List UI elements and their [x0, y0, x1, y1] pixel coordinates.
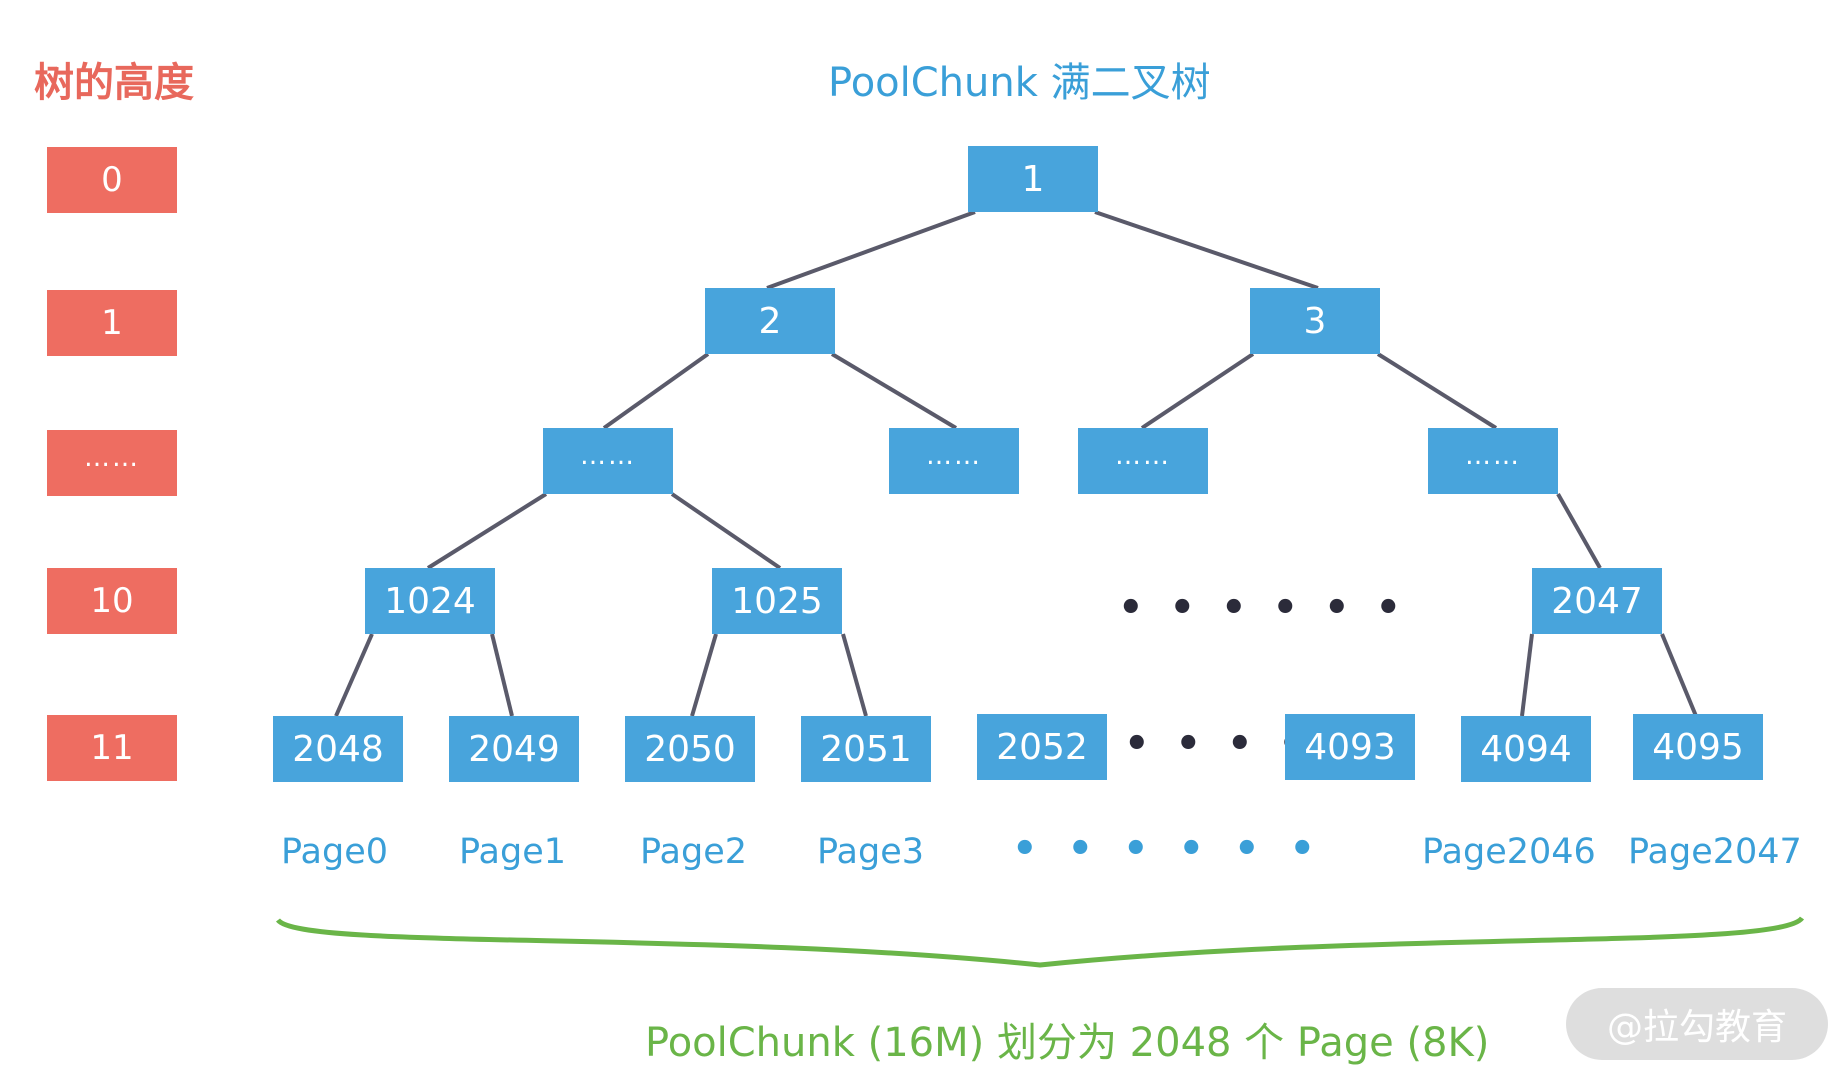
- edge-2047-4095: [1660, 633, 1698, 717]
- page-label-3: Page3: [817, 832, 924, 872]
- page-label-2047: Page2047: [1628, 832, 1802, 872]
- tree-node-1025: 1025: [712, 568, 842, 634]
- edge-2047-4094: [1520, 633, 1534, 717]
- tree-node-ellipsis-left: ……: [543, 428, 673, 494]
- edge-3-dright: [1376, 352, 1498, 430]
- edge-1024-2049: [490, 633, 514, 717]
- tree-node-2052: 2052: [977, 714, 1107, 780]
- edge-2-dmidleft: [830, 352, 958, 430]
- edge-lines: [334, 210, 1698, 717]
- tree-node-ellipsis-midright: ……: [1078, 428, 1208, 494]
- tree-node-4094: 4094: [1461, 716, 1591, 782]
- edge-1024-2048: [334, 633, 374, 717]
- tree-node-2047: 2047: [1532, 568, 1662, 634]
- tree-node-ellipsis-midleft: ……: [889, 428, 1019, 494]
- page-label-1: Page1: [459, 832, 566, 872]
- edge-1-3: [1094, 210, 1319, 290]
- tree-node-2048: 2048: [273, 716, 403, 782]
- page-brace: [275, 916, 1805, 968]
- edge-1025-2050: [690, 633, 718, 717]
- edge-3-dmidright: [1140, 352, 1255, 430]
- level10-ellipsis: • • • • • •: [1118, 585, 1408, 631]
- tree-node-1: 1: [968, 146, 1098, 212]
- height-box-11: 11: [47, 715, 177, 781]
- edge-dleft-1024: [426, 492, 548, 570]
- height-box-0: 0: [47, 147, 177, 213]
- tree-node-2050: 2050: [625, 716, 755, 782]
- page-label-2046: Page2046: [1422, 832, 1596, 872]
- edge-2-dleft: [602, 352, 710, 430]
- tree-node-2051: 2051: [801, 716, 931, 782]
- pages-ellipsis: • • • • • •: [1012, 826, 1324, 872]
- edge-1-2: [766, 210, 976, 290]
- tree-node-2: 2: [705, 288, 835, 354]
- summary-caption: PoolChunk (16M) 划分为 2048 个 Page (8K): [645, 1020, 1490, 1066]
- tree-node-1024: 1024: [365, 568, 495, 634]
- height-box-10: 10: [47, 568, 177, 634]
- tree-node-3: 3: [1250, 288, 1380, 354]
- tree-node-4093: 4093: [1285, 714, 1415, 780]
- watermark-badge: @拉勾教育: [1566, 988, 1828, 1060]
- tree-title: PoolChunk 满二叉树: [828, 60, 1211, 106]
- edge-dright-2047: [1556, 493, 1602, 569]
- tree-node-4095: 4095: [1633, 714, 1763, 780]
- tree-node-ellipsis-right: ……: [1428, 428, 1558, 494]
- page-label-0: Page0: [281, 832, 388, 872]
- edge-dleft-1025: [670, 492, 782, 570]
- tree-node-2049: 2049: [449, 716, 579, 782]
- height-title: 树的高度: [34, 60, 194, 106]
- height-box-ellipsis: ……: [47, 430, 177, 496]
- height-box-1: 1: [47, 290, 177, 356]
- page-label-2: Page2: [640, 832, 747, 872]
- edge-1025-2051: [841, 633, 868, 717]
